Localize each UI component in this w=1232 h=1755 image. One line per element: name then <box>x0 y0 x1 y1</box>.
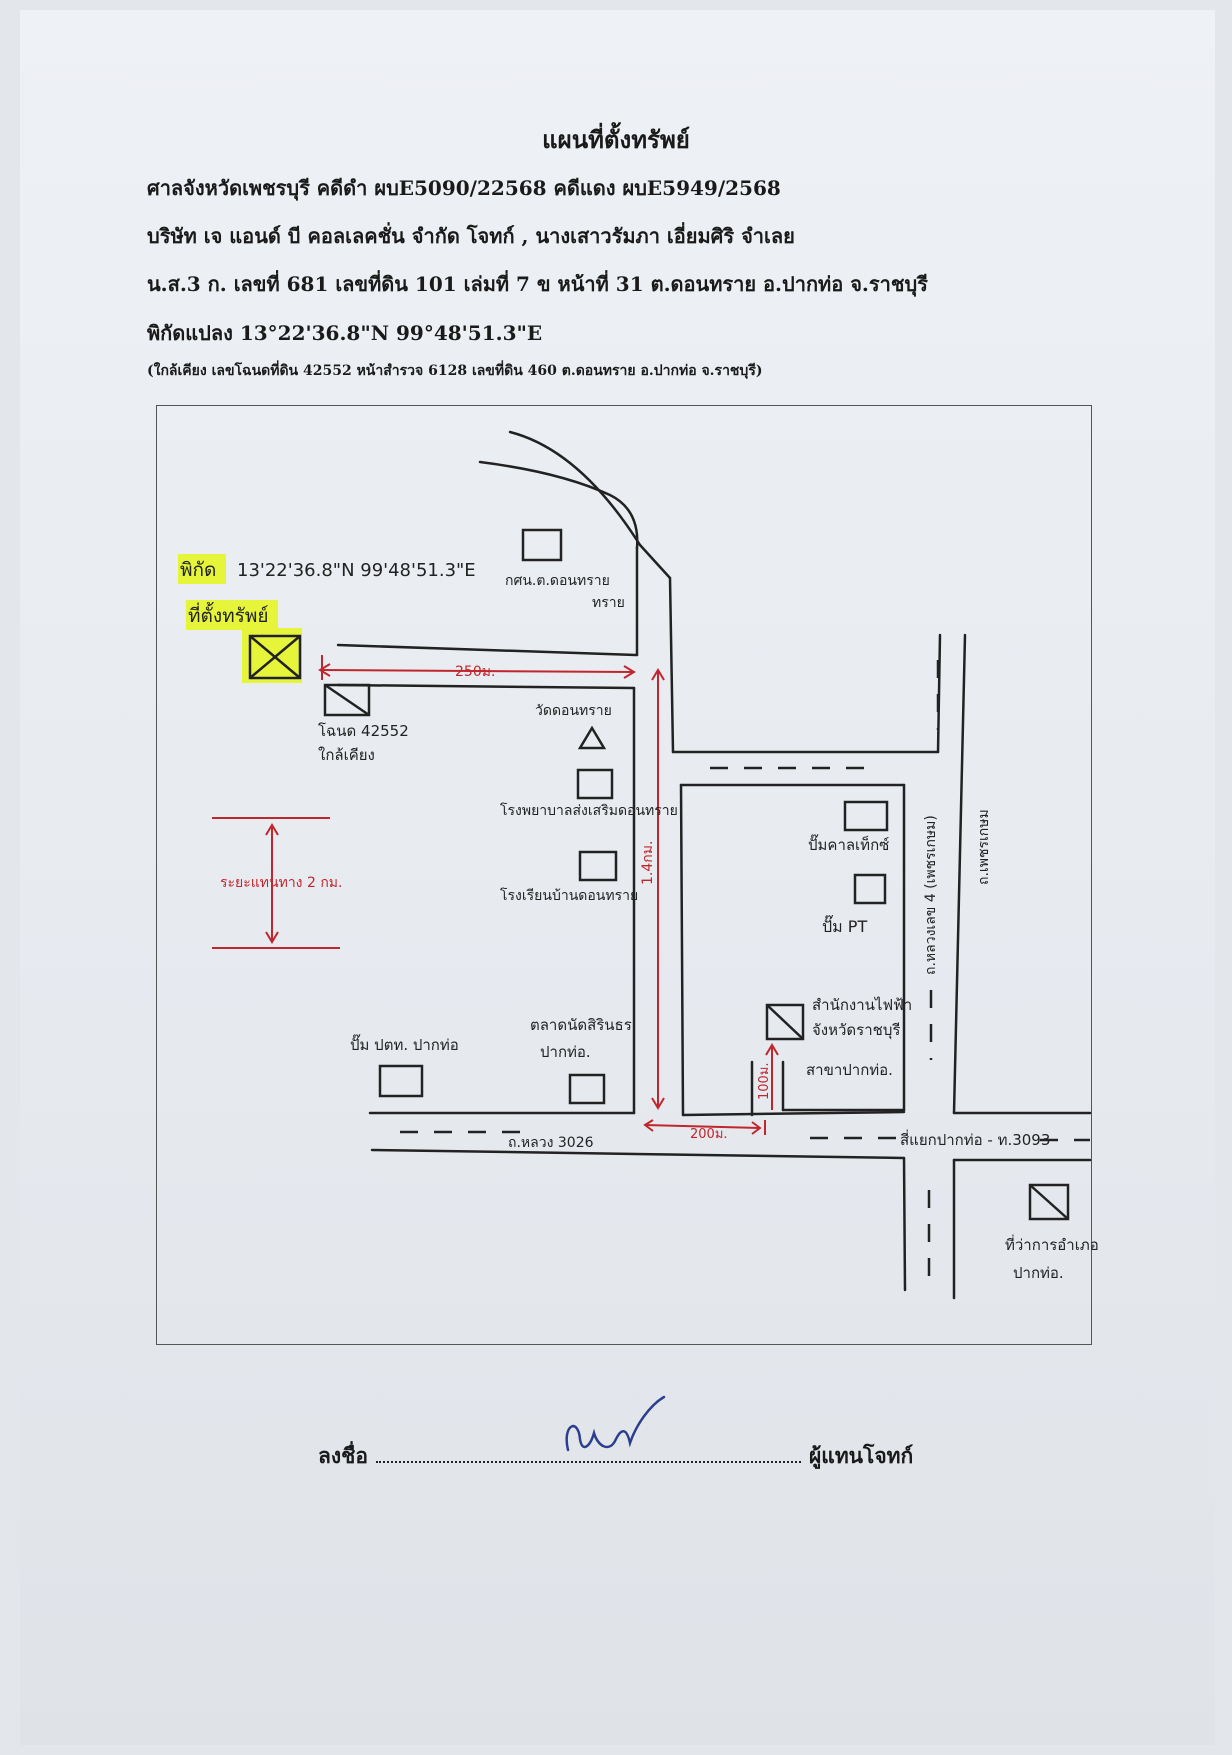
coordinates-line: พิกัดแปลง 13°22'36.8"N 99°48'51.3"E <box>147 321 543 345</box>
community-hall-label: กศน.ต.ดอนทราย <box>505 573 610 589</box>
market-label-2: ปากท่อ. <box>540 1043 591 1061</box>
electric-office-building <box>765 1003 805 1041</box>
distance-250-label: 250ม. <box>455 664 495 680</box>
distance-1400-label: 1.4กม. <box>640 841 656 885</box>
caltex-station-building <box>843 800 889 832</box>
hospital-label: โรงพยาบาลส่งเสริมดอนทราย <box>500 802 678 819</box>
district-office-building <box>1028 1183 1070 1221</box>
sign-suffix: ผู้แทนโจทก์ <box>809 1443 914 1468</box>
caltex-station-label: ปั๊มคาลเท็กซ์ <box>808 834 889 854</box>
pt-station-label: ปั๊ม PT <box>822 915 867 936</box>
distance-100-label: 100ม. <box>757 1062 772 1100</box>
temple-label: วัดดอนทราย <box>535 703 612 719</box>
neighbor-plot-label: โฉนด 42552 <box>318 722 409 740</box>
neighbor-plot-label-2: ใกล้เคียง <box>318 746 375 764</box>
school-label: โรงเรียนบ้านดอนทราย <box>500 887 638 904</box>
court-case-line: ศาลจังหวัดเพชรบุรี คดีดำ ผบE5090/22568 ค… <box>147 176 781 200</box>
electric-office-label: สำนักงานไฟฟ้า <box>812 996 912 1014</box>
ptt-station-building <box>378 1064 424 1098</box>
signature-line <box>376 1460 801 1463</box>
parties-line: บริษัท เจ แอนด์ บี คอลเลคชั่น จำกัด โจทก… <box>147 224 795 248</box>
ptt-station-label: ปั๊ม ปตท. ปากท่อ <box>350 1034 459 1054</box>
title-deed-line: น.ส.3 ก. เลขที่ 681 เลขที่ดิน 101 เล่มที… <box>147 272 928 296</box>
signature-row: ลงชื่อ ผู้แทนโจทก์ <box>318 1440 913 1473</box>
market-building <box>568 1073 606 1105</box>
scale-label: ระยะแทนทาง 2 กม. <box>220 875 342 891</box>
school-building <box>578 850 618 882</box>
coord-value: 13'22'36.8"N 99'48'51.3"E <box>237 560 476 581</box>
district-office-label: ที่ว่าการอำเภอ <box>1005 1234 1099 1254</box>
temple-triangle-icon <box>577 725 607 750</box>
nearby-deed-note: (ใกล้เคียง เลขโฉนดที่ดิน 42552 หน้าสำรวจ… <box>147 363 763 379</box>
site-label: ที่ตั้งทรัพย์ <box>188 602 269 627</box>
site-marker-icon <box>248 634 302 680</box>
road-right-label: ถ.เพชรเกษม <box>976 809 992 885</box>
community-hall-label-2: ทราย <box>592 595 625 611</box>
electric-office-label-3: สาขาปากท่อ. <box>806 1061 893 1079</box>
community-hall-building <box>521 528 563 562</box>
electric-office-label-2: จังหวัดราชบุรี <box>812 1021 900 1040</box>
coord-label: พิกัด <box>180 559 216 581</box>
map-frame <box>156 405 1092 1345</box>
neighbor-plot-building <box>323 683 371 717</box>
district-office-label-2: ปากท่อ. <box>1013 1264 1064 1282</box>
road-4-label: ถ.หลวงเลข 4 (เพชรเกษม) <box>923 815 939 975</box>
road-3026-label: ถ.หลวง 3026 <box>508 1135 594 1151</box>
junction-label: สี่แยกปากท่อ - ท.3093 <box>900 1129 1050 1149</box>
document-title: แผนที่ตั้งทรัพย์ <box>542 125 690 154</box>
distance-200-label: 200ม. <box>690 1127 728 1142</box>
signature-scribble <box>565 1395 666 1452</box>
paper-sheet <box>20 10 1215 1745</box>
sign-prefix: ลงชื่อ <box>318 1443 368 1468</box>
market-label: ตลาดนัดสิรินธร <box>530 1016 632 1034</box>
hospital-building <box>576 768 614 800</box>
pt-station-building <box>853 873 887 905</box>
